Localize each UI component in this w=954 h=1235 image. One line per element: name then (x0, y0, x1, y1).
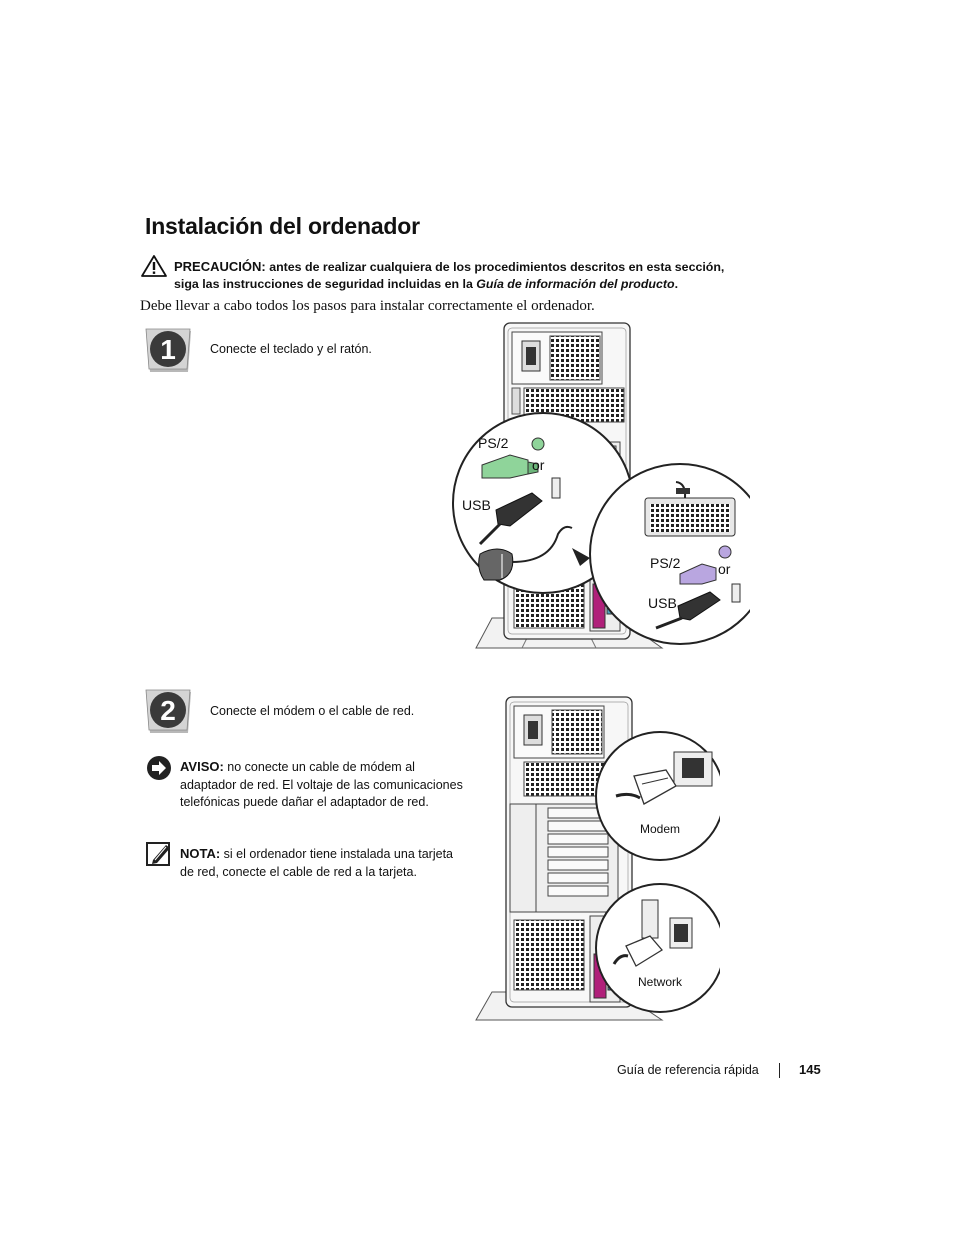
page-number: 145 (799, 1062, 821, 1077)
step-2-text: Conecte el módem o el cable de red. (210, 704, 415, 718)
step-2-number: 2 (160, 695, 176, 726)
notice-line-1: no conecte un cable de módem al (223, 760, 415, 774)
note-pencil-icon (146, 842, 170, 866)
caution-block: PRECAUCIÓN: antes de realizar cualquiera… (174, 258, 734, 293)
figure-keyboard-mouse: PS/2 or USB PS/2 or USB (452, 322, 750, 649)
page-title: Instalación del ordenador (145, 213, 420, 239)
notice-arrow-icon (147, 756, 171, 780)
step-1-text: Conecte el teclado y el ratón. (210, 342, 372, 356)
caution-end: . (674, 277, 679, 291)
step-2-badge: 2 (145, 689, 191, 733)
intro-paragraph: Debe llevar a cabo todos los pasos para … (140, 298, 595, 314)
keyboard-usb-label: USB (648, 595, 677, 611)
note-label: NOTA: (180, 846, 221, 861)
keyboard-or-label: or (718, 561, 731, 577)
note-line-1: si el ordenador tiene instalada una tarj… (220, 847, 453, 861)
warning-triangle-icon (141, 255, 167, 277)
caution-guide-name: Guía de información del producto (476, 277, 675, 291)
keyboard-ps2-label: PS/2 (650, 555, 681, 571)
caution-text-2: siga las instrucciones de seguridad incl… (174, 277, 477, 291)
figure-modem-network: Modem Network (475, 696, 720, 1021)
network-label: Network (638, 975, 683, 989)
footer-separator (779, 1063, 780, 1078)
footer-guide-label: Guía de referencia rápida (617, 1063, 759, 1077)
step-1-badge: 1 (145, 328, 191, 372)
note-line-2: de red, conecte el cable de red a la tar… (180, 864, 417, 879)
mouse-ps2-label: PS/2 (478, 435, 509, 451)
step-1-number: 1 (160, 334, 176, 365)
notice-label: AVISO: (180, 759, 224, 774)
caution-text-1: antes de realizar cualquiera de los proc… (269, 260, 725, 274)
notice-block: AVISO: no conecte un cable de módem al a… (180, 758, 475, 812)
caution-label: PRECAUCIÓN: (174, 259, 266, 274)
note-block: NOTA: si el ordenador tiene instalada un… (180, 845, 475, 881)
notice-line-3: telefónicas puede dañar el adaptador de … (180, 795, 429, 809)
mouse-or-label: or (532, 457, 545, 473)
mouse-usb-label: USB (462, 497, 491, 513)
notice-line-2: adaptador de red. El voltaje de las comu… (180, 777, 463, 792)
modem-label: Modem (640, 822, 680, 836)
